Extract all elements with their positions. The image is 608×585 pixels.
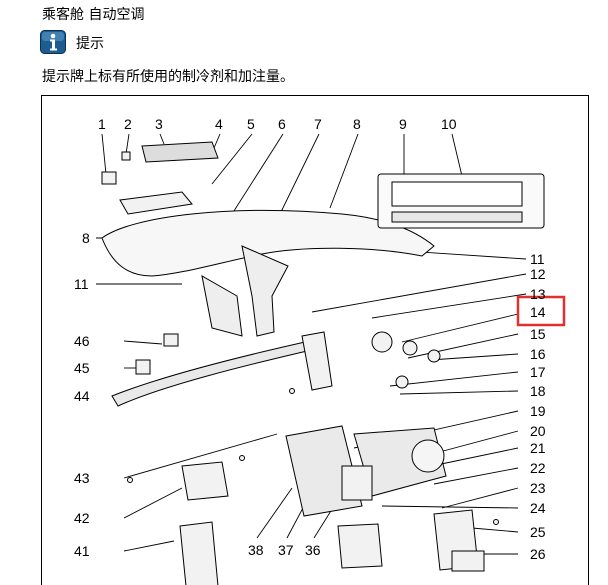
diagram-drawing: 1 2 3 4 5 6 7 8 9 10 8 11 46 45 44 43 42…: [74, 116, 566, 585]
callout-label: 46: [74, 333, 90, 349]
callout-label: 20: [530, 423, 546, 439]
callout-label: 37: [278, 542, 294, 558]
highlight-box: [516, 295, 566, 327]
callout-label: 4: [215, 116, 223, 132]
callout-label: 44: [74, 388, 90, 404]
tip-text: 提示牌上标有所使用的制冷剂和加注量。: [42, 69, 294, 85]
callout-label: 21: [530, 440, 546, 456]
callout-label: 14: [530, 304, 546, 320]
callout-label: 8: [353, 116, 361, 132]
callout-label: 2: [124, 116, 132, 132]
part-sketches: [101, 141, 545, 585]
callout-label: 41: [74, 543, 90, 559]
info-icon: [40, 30, 66, 54]
page-title: 乘客舱 自动空调: [42, 7, 145, 23]
callout-label: 25: [530, 524, 546, 540]
callout-label: 1: [98, 116, 106, 132]
tip-row: 提示: [40, 30, 104, 54]
callout-label: 8: [82, 230, 90, 246]
callout-label: 11: [530, 251, 545, 267]
callout-label: 24: [530, 500, 546, 516]
callout-label: 12: [530, 266, 546, 282]
callout-label: 38: [248, 542, 264, 558]
callout-label: 10: [441, 116, 457, 132]
callout-label: 16: [530, 346, 546, 362]
callout-label: 42: [74, 510, 90, 526]
callout-label: 36: [305, 542, 321, 558]
callout-label: 11: [74, 276, 89, 292]
callout-label: 22: [530, 460, 546, 476]
callout-label: 9: [399, 116, 407, 132]
callout-label: 3: [155, 116, 163, 132]
exploded-diagram: 1 2 3 4 5 6 7 8 9 10 8 11 46 45 44 43 42…: [41, 95, 589, 585]
callout-label: 6: [278, 116, 286, 132]
callout-label: 15: [530, 326, 546, 342]
tip-label: 提示: [76, 36, 104, 52]
callout-label: 13: [530, 286, 546, 302]
callout-label: 5: [247, 116, 255, 132]
callout-label: 17: [530, 364, 546, 380]
callout-label: 23: [530, 480, 546, 496]
callout-label: 19: [530, 403, 546, 419]
leader-lines: [96, 133, 527, 555]
callout-label: 43: [74, 470, 90, 486]
callout-labels: 1 2 3 4 5 6 7 8 9 10 8 11 46 45 44 43 42…: [74, 116, 546, 562]
callout-label: 45: [74, 360, 90, 376]
callout-label: 18: [530, 383, 546, 399]
callout-label: 26: [530, 546, 546, 562]
callout-label: 7: [314, 116, 322, 132]
